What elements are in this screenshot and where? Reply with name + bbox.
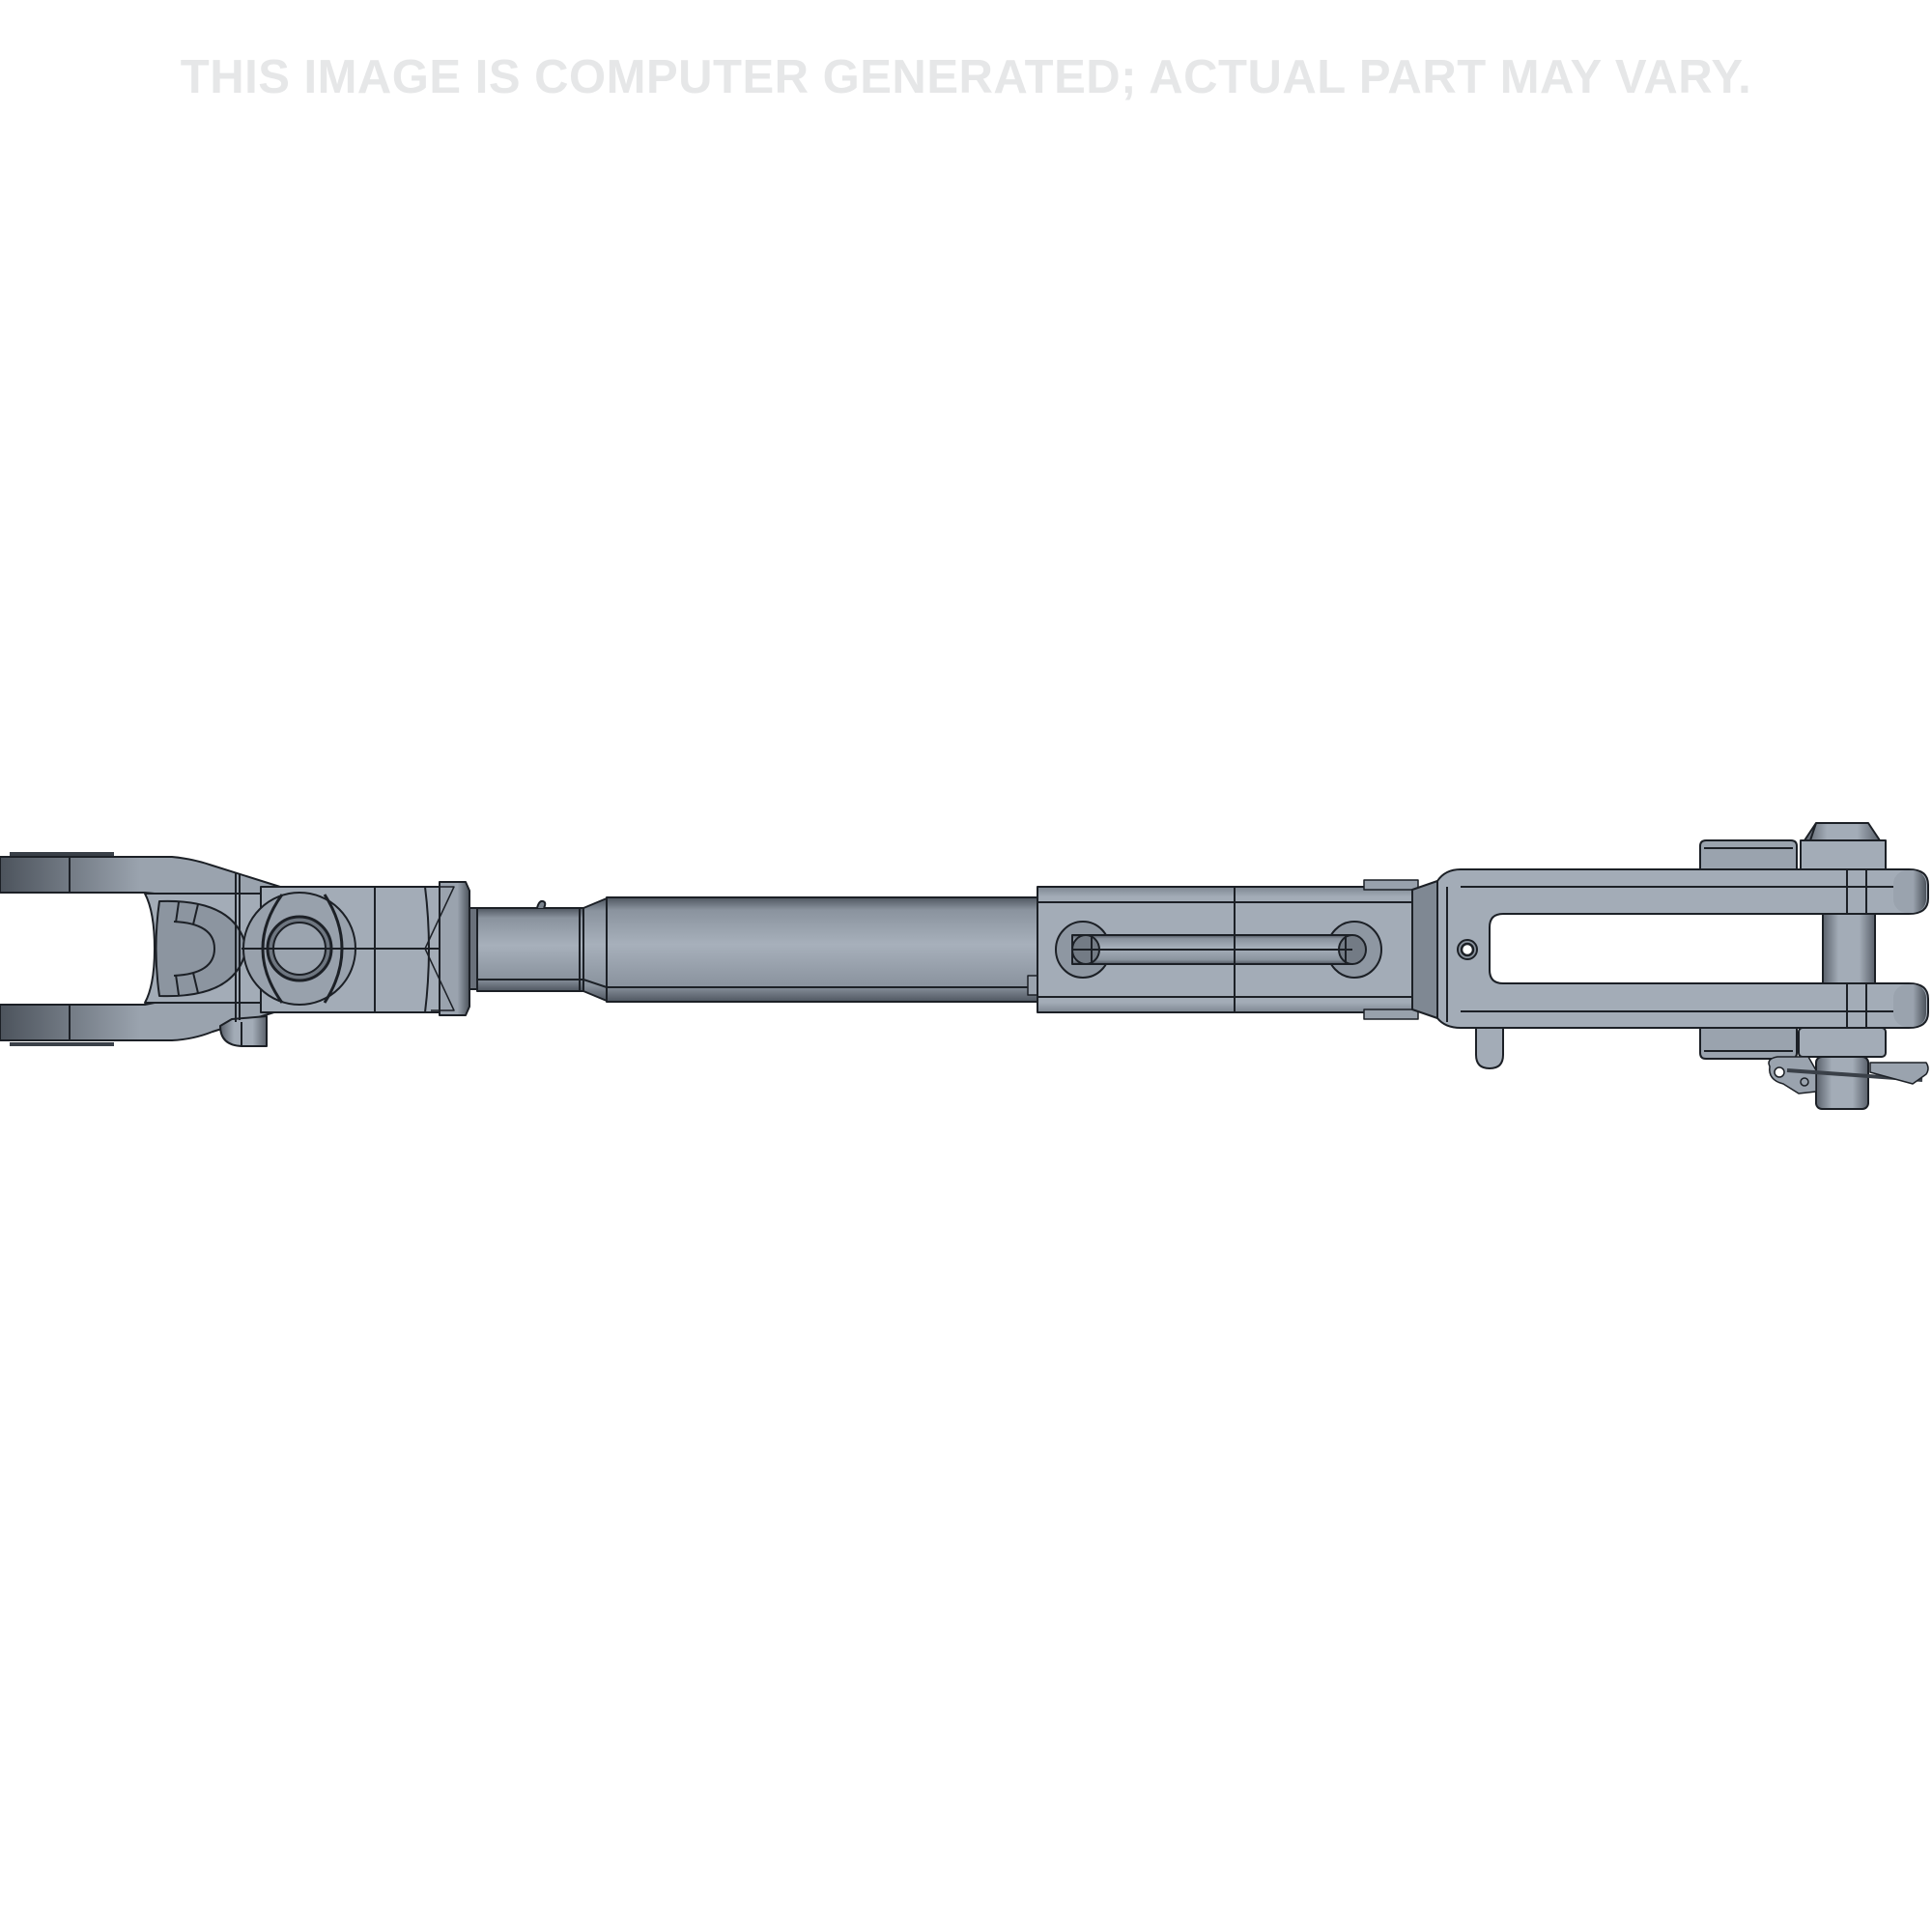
swivel-block [242,881,470,1016]
linch-clip [1768,1056,1929,1094]
slotted-sleeve [1037,879,1419,1020]
watermark-text: THIS IMAGE IS COMPUTER GENERATED; ACTUAL… [180,51,1752,103]
threaded-rod [469,899,584,992]
clevis-pin [1798,822,1887,1110]
tube [582,896,1040,1003]
yoke-end [0,852,281,1047]
clevis-end [1411,839,1929,1069]
